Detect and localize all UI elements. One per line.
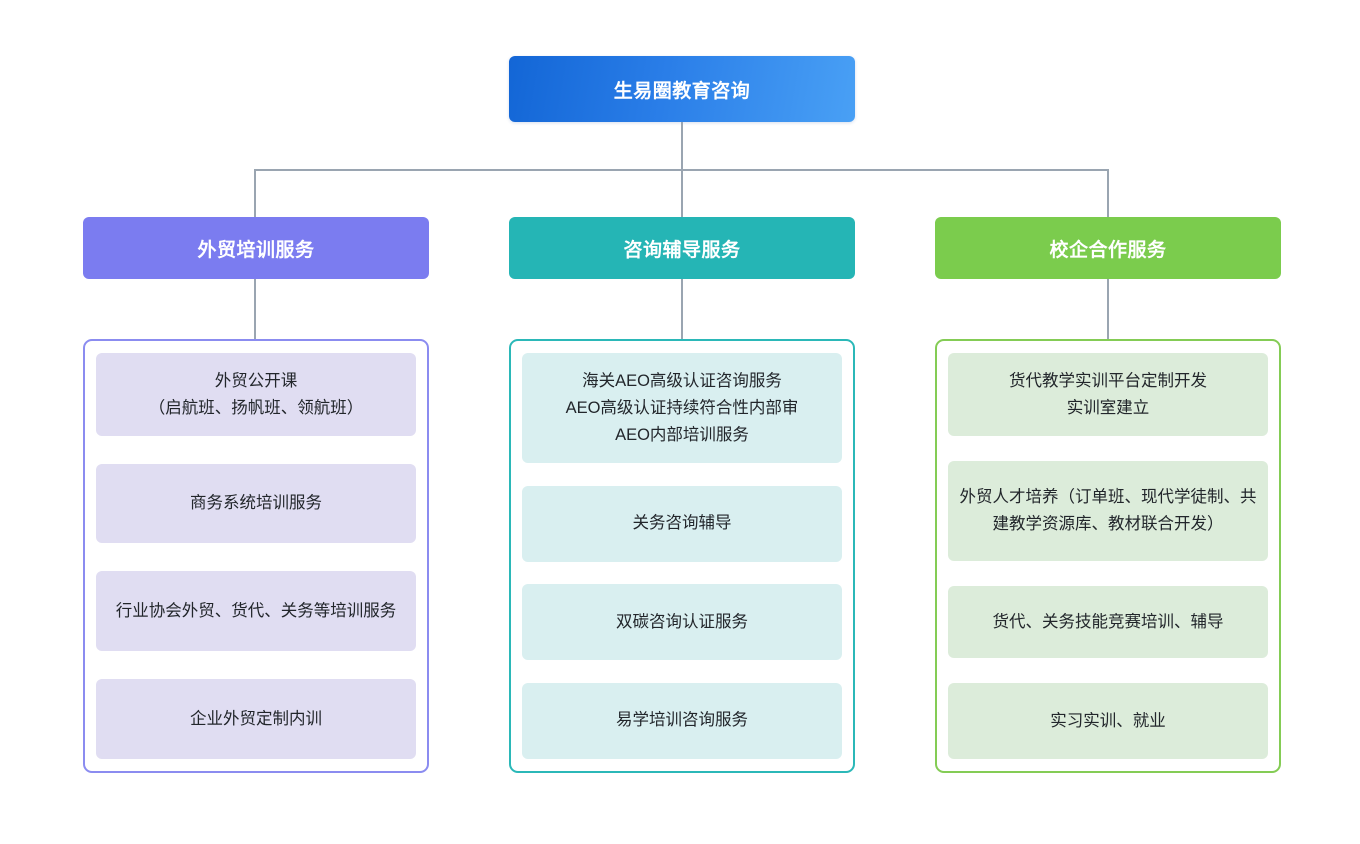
leaf-item[interactable]: 货代教学实训平台定制开发 实训室建立 bbox=[948, 353, 1268, 436]
branch-panel-foreign-trade-training: 外贸公开课 （启航班、扬帆班、领航班） 商务系统培训服务 行业协会外贸、货代、关… bbox=[83, 339, 429, 773]
branch-panel-school-enterprise: 货代教学实训平台定制开发 实训室建立 外贸人才培养（订单班、现代学徒制、共建教学… bbox=[935, 339, 1281, 773]
leaf-item[interactable]: 行业协会外贸、货代、关务等培训服务 bbox=[96, 571, 416, 651]
leaf-item[interactable]: 外贸公开课 （启航班、扬帆班、领航班） bbox=[96, 353, 416, 436]
connector-branch-drop-0 bbox=[254, 169, 256, 218]
connector-root-stem bbox=[681, 122, 683, 170]
leaf-item[interactable]: 实习实训、就业 bbox=[948, 683, 1268, 759]
connector-panel-drop-0 bbox=[254, 279, 256, 340]
branch-header-label: 咨询辅导服务 bbox=[623, 239, 741, 261]
branch-header-label: 外贸培训服务 bbox=[197, 239, 315, 261]
connector-branch-drop-2 bbox=[1107, 169, 1109, 218]
branch-header-consulting-coaching[interactable]: 咨询辅导服务 bbox=[509, 217, 855, 279]
leaf-item[interactable]: 货代、关务技能竞赛培训、辅导 bbox=[948, 586, 1268, 658]
branch-header-school-enterprise[interactable]: 校企合作服务 bbox=[935, 217, 1281, 279]
branch-header-foreign-trade-training[interactable]: 外贸培训服务 bbox=[83, 217, 429, 279]
leaf-item[interactable]: 商务系统培训服务 bbox=[96, 464, 416, 543]
connector-panel-drop-2 bbox=[1107, 279, 1109, 340]
connector-panel-drop-1 bbox=[681, 279, 683, 340]
leaf-item[interactable]: 关务咨询辅导 bbox=[522, 485, 842, 562]
branch-panel-consulting-coaching: 海关AEO高级认证咨询服务 AEO高级认证持续符合性内部审 AEO内部培训服务 … bbox=[509, 339, 855, 773]
leaf-item[interactable]: 海关AEO高级认证咨询服务 AEO高级认证持续符合性内部审 AEO内部培训服务 bbox=[522, 353, 842, 463]
leaf-item[interactable]: 外贸人才培养（订单班、现代学徒制、共建教学资源库、教材联合开发） bbox=[948, 461, 1268, 561]
root-node-label: 生易圈教育咨询 bbox=[613, 80, 751, 102]
leaf-item[interactable]: 易学培训咨询服务 bbox=[522, 682, 842, 759]
branch-header-label: 校企合作服务 bbox=[1049, 239, 1167, 261]
leaf-item[interactable]: 企业外贸定制内训 bbox=[96, 679, 416, 759]
leaf-item[interactable]: 双碳咨询认证服务 bbox=[522, 584, 842, 661]
root-node[interactable]: 生易圈教育咨询 bbox=[509, 56, 855, 122]
connector-branch-drop-1 bbox=[681, 169, 683, 218]
